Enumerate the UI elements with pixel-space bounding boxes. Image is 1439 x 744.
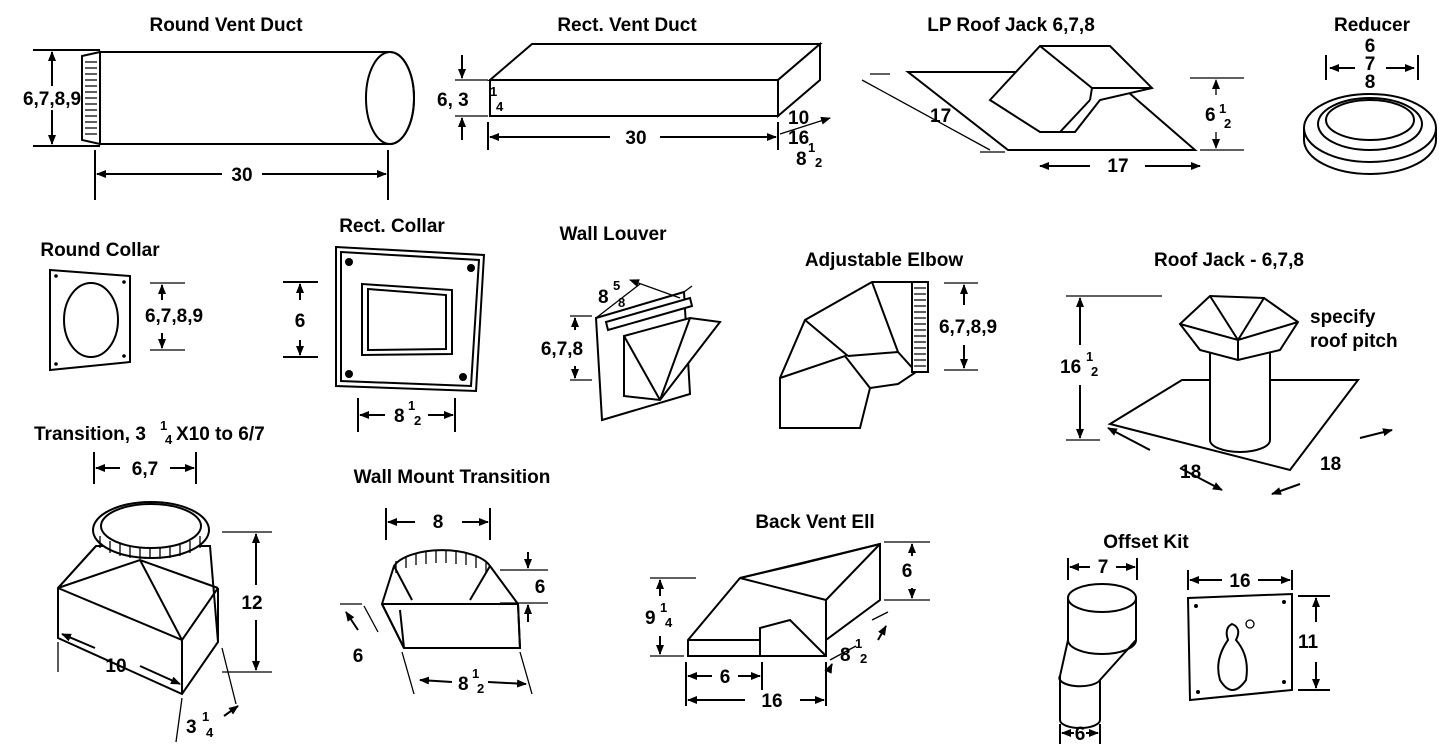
offset-kit-plate-width: 16 xyxy=(1229,571,1250,592)
frac-num7: 1 xyxy=(160,418,167,433)
rect-collar-width: 8 xyxy=(394,406,405,427)
roof-jack-b: 18 xyxy=(1320,454,1341,475)
frac-num5: 5 xyxy=(613,278,620,293)
wall-mount-depth: 6 xyxy=(353,646,364,667)
lp-roof-jack-c: 6 xyxy=(1205,105,1216,126)
frac-num2: 1 xyxy=(808,140,815,155)
lp-roof-jack-a: 17 xyxy=(930,106,951,127)
wall-mount-transition: Wall Mount Transition 8 6 6 8 1 2 xyxy=(340,467,550,696)
frac-num10: 1 xyxy=(660,600,667,615)
wall-louver: Wall Louver 8 5 8 6,7,8 xyxy=(541,224,722,422)
lp-roof-jack: LP Roof Jack 6,7,8 17 17 6 1 2 xyxy=(861,15,1244,177)
frac-den6: 2 xyxy=(1091,364,1098,379)
frac-den3: 2 xyxy=(1224,116,1231,131)
offset-kit-plate-height: 11 xyxy=(1298,632,1319,653)
rect-collar-height: 6 xyxy=(295,311,306,332)
round-vent-duct-length: 30 xyxy=(231,165,252,186)
adjustable-elbow-dia: 6,7,8,9 xyxy=(939,317,997,338)
wall-louver-title: Wall Louver xyxy=(560,224,668,245)
transition-height: 12 xyxy=(241,593,262,614)
transition-top: 6,7 xyxy=(132,459,158,480)
back-vent-ell-d: 8 xyxy=(840,645,851,666)
wall-mount-width: 8 xyxy=(458,674,469,695)
back-vent-ell-title: Back Vent Ell xyxy=(755,512,874,533)
lp-roof-jack-title: LP Roof Jack 6,7,8 xyxy=(927,15,1095,36)
roof-jack-note2: roof pitch xyxy=(1310,331,1398,352)
frac-den: 4 xyxy=(496,99,504,114)
rect-vent-duct-height: 6, 3 xyxy=(437,90,469,111)
frac-den11: 2 xyxy=(860,651,867,666)
round-vent-duct: Round Vent Duct 6,7,8,9 30 xyxy=(23,15,415,200)
offset-kit-top: 7 xyxy=(1098,557,1109,578)
transition: Transition, 3 1 4 X10 to 6/7 6,7 12 10 3… xyxy=(34,418,272,743)
lp-roof-jack-b: 17 xyxy=(1107,156,1128,177)
rect-collar-title: Rect. Collar xyxy=(339,216,445,237)
rect-vent-duct-w1: 10 xyxy=(788,108,809,129)
wall-mount-transition-title: Wall Mount Transition xyxy=(354,467,551,488)
adjustable-elbow-title: Adjustable Elbow xyxy=(805,250,964,271)
frac-den10: 4 xyxy=(665,615,673,630)
frac-den8: 4 xyxy=(206,725,214,740)
adjustable-elbow: Adjustable Elbow 6,7,8,9 xyxy=(779,250,997,429)
rect-vent-duct-w2: 16 xyxy=(788,128,809,149)
back-vent-ell-w1: 6 xyxy=(720,667,731,688)
transition-title-a: Transition, 3 xyxy=(34,424,146,445)
offset-kit: Offset Kit 7 6 16 11 xyxy=(1058,532,1330,744)
frac-num9: 1 xyxy=(472,666,479,681)
reducer-s3: 8 xyxy=(1365,72,1376,93)
frac-den5: 8 xyxy=(618,295,625,310)
roof-jack-title: Roof Jack - 6,7,8 xyxy=(1154,250,1304,271)
roof-jack: Roof Jack - 6,7,8 16 1 2 specify roof pi… xyxy=(1060,250,1398,495)
transition-depth: 3 xyxy=(186,717,197,738)
frac-num4: 1 xyxy=(408,398,415,413)
frac-den7: 4 xyxy=(165,432,173,447)
reducer-s1: 6 xyxy=(1365,36,1376,57)
back-vent-ell: Back Vent Ell 9 1 4 6 6 16 8 1 2 xyxy=(645,512,930,712)
round-collar-title: Round Collar xyxy=(40,240,160,261)
rect-vent-duct-w3: 8 xyxy=(796,149,807,170)
wall-mount-h: 6 xyxy=(535,577,546,598)
frac-den4: 2 xyxy=(414,413,421,428)
wall-louver-height: 6,7,8 xyxy=(541,339,583,360)
offset-kit-title: Offset Kit xyxy=(1103,532,1189,553)
frac-den9: 2 xyxy=(477,681,484,696)
round-vent-duct-title: Round Vent Duct xyxy=(149,15,303,36)
rect-vent-duct-title: Rect. Vent Duct xyxy=(557,15,697,36)
frac-num8: 1 xyxy=(202,709,209,724)
roof-jack-height: 16 xyxy=(1060,357,1081,378)
reducer-title: Reducer xyxy=(1334,15,1411,36)
back-vent-ell-w2: 16 xyxy=(761,691,782,712)
rect-vent-duct: Rect. Vent Duct 6, 3 1 4 30 10 16 8 1 2 xyxy=(437,15,831,170)
wall-louver-width: 8 xyxy=(598,287,609,308)
transition-width: 10 xyxy=(105,656,126,677)
back-vent-ell-h2: 6 xyxy=(902,561,913,582)
frac-num: 1 xyxy=(490,84,497,99)
frac-num11: 1 xyxy=(855,636,862,651)
roof-jack-note1: specify xyxy=(1310,307,1376,328)
wall-mount-top: 8 xyxy=(433,512,444,533)
round-vent-duct-dia: 6,7,8,9 xyxy=(23,89,81,110)
round-collar: Round Collar 6,7,8,9 xyxy=(40,240,203,372)
round-collar-dia: 6,7,8,9 xyxy=(145,306,203,327)
frac-num6: 1 xyxy=(1086,349,1093,364)
reducer: Reducer 6 7 8 xyxy=(1303,15,1437,175)
back-vent-ell-h1: 9 xyxy=(645,608,656,629)
rect-vent-duct-length: 30 xyxy=(625,128,646,149)
frac-den2: 2 xyxy=(815,155,822,170)
transition-title-b: X10 to 6/7 xyxy=(176,424,265,445)
roof-jack-a: 18 xyxy=(1180,462,1201,483)
offset-kit-bottom: 6 xyxy=(1075,724,1086,744)
frac-num3: 1 xyxy=(1219,101,1226,116)
reducer-s2: 7 xyxy=(1365,54,1376,75)
rect-collar: Rect. Collar 6 8 1 2 xyxy=(283,216,486,432)
